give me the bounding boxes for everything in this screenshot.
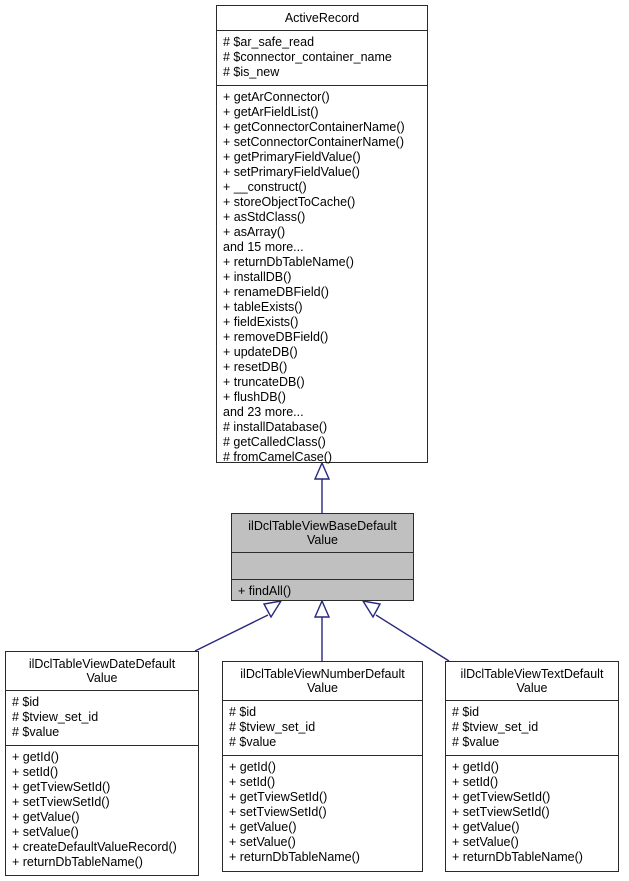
operation: + __construct() [223,180,307,194]
attribute: # $value [452,735,500,749]
attribute: # $tview_set_id [452,720,539,734]
operation: + resetDB() [223,360,288,374]
operation: + getValue() [452,820,520,834]
attribute: # $id [229,705,257,719]
class-box-number-default-value[interactable]: ilDclTableViewNumberDefault Value # $id … [222,661,423,872]
operation: + asStdClass() [223,210,306,224]
attribute: # $id [452,705,480,719]
class-name-number-default-value: ilDclTableViewNumberDefault Value [240,667,405,695]
operation: + setValue() [229,835,296,849]
attribute: # $value [12,725,60,739]
operation: + getPrimaryFieldValue() [223,150,361,164]
class-box-base-default-value[interactable]: ilDclTableViewBaseDefault Value + findAl… [231,513,414,601]
operation: + returnDbTableName() [452,850,583,864]
operation: + setId() [12,765,59,779]
operation: + installDB() [223,270,292,284]
operation: + getValue() [12,810,80,824]
class-attributes-number-default-value: # $id # $tview_set_id # $value [223,700,422,755]
attribute: # $is_new [223,65,280,79]
operation: + setTviewSetId() [452,805,550,819]
operation: + setPrimaryFieldValue() [223,165,360,179]
link-text-to-base [375,614,450,662]
attribute: # $value [229,735,277,749]
operation: + tableExists() [223,300,303,314]
operation: + truncateDB() [223,375,305,389]
operation: + getArFieldList() [223,105,319,119]
operation: + getTviewSetId() [452,790,551,804]
operation: + getId() [452,760,499,774]
operation: + getId() [229,760,276,774]
operation: + findAll() [238,584,292,598]
class-operations-number-default-value: + getId() + setId() + getTviewSetId() + … [223,755,422,870]
class-box-date-default-value[interactable]: ilDclTableViewDateDefault Value # $id # … [5,651,199,876]
operation: + renameDBField() [223,285,329,299]
operation: + fieldExists() [223,315,299,329]
operation: + setTviewSetId() [229,805,327,819]
class-attributes-date-default-value: # $id # $tview_set_id # $value [6,690,198,745]
link-date-to-base [194,614,269,652]
class-operations-text-default-value: + getId() + setId() + getTviewSetId() + … [446,755,618,870]
operation: + setConnectorContainerName() [223,135,404,149]
operation: + getConnectorContainerName() [223,120,405,134]
operation: + getTviewSetId() [229,790,328,804]
class-box-active-record[interactable]: ActiveRecord # $ar_safe_read # $connecto… [216,5,428,464]
operation: + setId() [452,775,499,789]
class-attributes-active-record: # $ar_safe_read # $connector_container_n… [217,30,427,85]
operation: + getId() [12,750,59,764]
operation: + getArConnector() [223,90,330,104]
operation: + setTviewSetId() [12,795,110,809]
class-attributes-text-default-value: # $id # $tview_set_id # $value [446,700,618,755]
more-indicator: and 15 more... [223,240,304,254]
operation: + setValue() [452,835,519,849]
class-box-text-default-value[interactable]: ilDclTableViewTextDefault Value # $id # … [445,661,619,872]
class-name-base-default-value: ilDclTableViewBaseDefault Value [248,519,397,547]
class-name-active-record: ActiveRecord [284,11,360,25]
attribute: # $tview_set_id [12,710,99,724]
operation: # installDatabase() [223,420,328,434]
operation: + setId() [229,775,276,789]
class-operations-active-record: + getArConnector() + getArFieldList() + … [217,85,427,470]
class-name-date-default-value: ilDclTableViewDateDefault Value [28,657,176,685]
operation: + getValue() [229,820,297,834]
operation: + setValue() [12,825,79,839]
operation: + removeDBField() [223,330,329,344]
more-indicator: and 23 more... [223,405,304,419]
operation: # fromCamelCase() [223,450,333,464]
operation: + returnDbTableName() [229,850,360,864]
operation: + returnDbTableName() [223,255,354,269]
operation: # getCalledClass() [223,435,326,449]
operation: + asArray() [223,225,286,239]
operation: + storeObjectToCache() [223,195,356,209]
operation: + returnDbTableName() [12,855,143,869]
operation: + updateDB() [223,345,298,359]
class-name-text-default-value: ilDclTableViewTextDefault Value [460,667,604,695]
class-operations-date-default-value: + getId() + setId() + getTviewSetId() + … [6,745,198,875]
operation: + createDefaultValueRecord() [12,840,177,854]
attribute: # $connector_container_name [223,50,392,64]
class-operations-base-default-value: + findAll() [232,579,413,604]
operation: + getTviewSetId() [12,780,111,794]
class-attributes-base-default-value [232,552,413,579]
operation: + flushDB() [223,390,286,404]
attribute: # $tview_set_id [229,720,316,734]
attribute: # $id [12,695,40,709]
attribute: # $ar_safe_read [223,35,315,49]
